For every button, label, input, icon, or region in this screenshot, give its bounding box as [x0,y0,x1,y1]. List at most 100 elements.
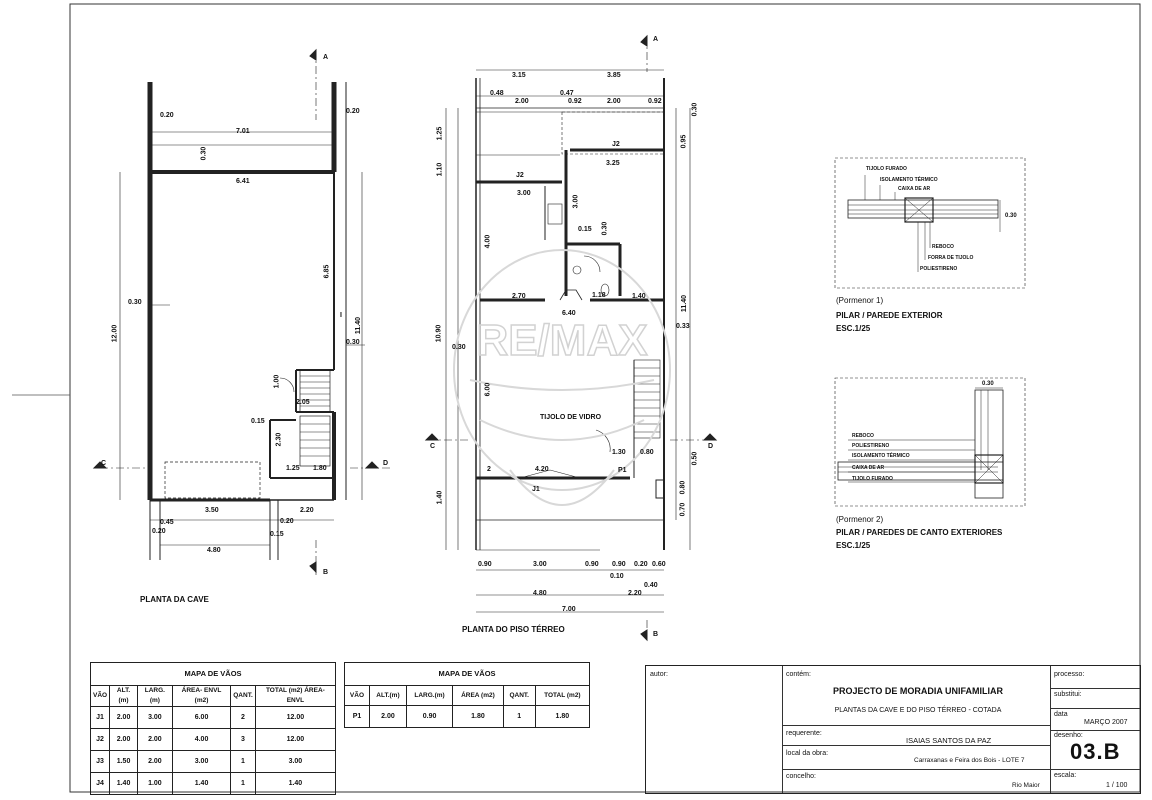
table2-header: ALT.(m) [368,685,407,706]
table1-cell: 1 [230,772,256,795]
cave-dim-1200: 12.00 [111,324,119,343]
table1-cell: 1 [230,750,256,773]
cave-caption: PLANTA DA CAVE [140,595,209,604]
tb-subtitle: PLANTAS DA CAVE E DO PISO TÉRREO - COTAD… [834,707,1002,714]
piso-section-c: C [430,443,436,450]
table1-header: ÁREA- ENVL (m2) [171,685,232,707]
d2-label-3: CAIXA DE AR [852,465,885,471]
piso-plan [424,34,718,642]
tb-concelho: Rio Maior [1012,782,1040,789]
cave-dim-205: 2.05 [296,399,310,406]
piso-dim-130: 1.30 [612,449,626,456]
d1-label-0: TIJOLO FURADO [866,166,907,172]
cave-dim-480: 4.80 [207,547,221,554]
piso-dim-700: 7.00 [562,606,576,613]
cave-dim-230: 2.30 [275,432,283,447]
table2-cell: 2.00 [368,705,407,728]
d1-label-5: POLIESTIRENO [920,266,958,272]
tb-desenho: 03.B [1070,739,1121,764]
table2-header: TOTAL (m2) [534,685,591,706]
d2-label-1: POLIESTIRENO [852,443,890,449]
table2-cell: 1 [502,705,536,728]
d2-caption-1: (Pormenor 2) [836,515,884,524]
table1-header: LARG.(m) [136,685,173,707]
d2-caption-2: PILAR / PAREDES DE CANTO EXTERIORES [836,528,1003,537]
table1-cell: J3 [89,750,111,773]
piso-j2-top: J2 [612,141,620,148]
table2-header: LARG.(m) [405,685,454,706]
piso-dim-033: 0.33 [676,323,690,330]
table1-cell: 2.00 [109,706,138,729]
tb-substitui-label: substitui: [1054,691,1082,698]
piso-dim-300v: 3.00 [572,194,580,209]
table1-cell: J4 [89,772,111,795]
cave-marker-i: I [340,312,342,319]
cave-dim-020-right: 0.20 [346,108,360,115]
tb-project-title: PROJECTO DE MORADIA UNIFAMILIAR [832,686,1003,696]
table2-cell: 1.80 [534,705,591,728]
detail-2 [834,377,1026,507]
piso-dim-080b: 0.80 [679,480,687,495]
d2-dim: 0.30 [982,381,994,387]
cave-section-b: B [323,569,329,576]
piso-dim-300a: 3.00 [517,190,531,197]
piso-dim-300b: 3.00 [533,561,547,568]
cave-dim-1140: 11.40 [355,316,363,335]
cave-dim-641: 6.41 [236,178,250,185]
table1-cell: 1.40 [254,772,337,795]
piso-section-a: A [653,36,659,43]
piso-section-d: D [708,443,714,450]
d2-label-0: REBOCO [852,433,874,439]
table1-cell: 3.00 [171,750,232,773]
table1-cell: 3.00 [254,750,337,773]
table1-cell: 4.00 [171,728,232,751]
piso-tijolo-vidro: TIJOLO DE VIDRO [540,414,602,421]
tb-data-label: data [1054,711,1068,718]
table1-cell: 2 [230,706,256,729]
tb-escala: 1 / 100 [1106,782,1128,789]
piso-dim-1090: 10.90 [435,324,443,343]
tb-contem-label: contém: [786,671,811,678]
tb-data: MARÇO 2007 [1084,719,1128,726]
table2-cell: P1 [344,705,370,728]
piso-dim-200b: 2.00 [607,98,621,105]
d1-label-1: ISOLAMENTO TÉRMICO [880,177,938,183]
cave-dim-125: 1.25 [286,465,300,472]
piso-dim-090b: 0.90 [585,561,599,568]
table1-cell: 2.00 [109,728,138,751]
piso-dim-400: 4.00 [484,234,492,249]
cave-dim-350: 3.50 [205,507,219,514]
tb-autor-label: autor: [650,671,668,678]
watermark-text: RE/MAX [476,316,647,365]
tb-escala-label: escala: [1054,772,1077,779]
table1-cell: 1.40 [171,772,232,795]
piso-dim-220: 2.20 [628,590,642,597]
mapa-vaos-table-2: MAPA DE VÃOS VÃO ALT.(m) LARG.(m) ÁREA (… [344,662,591,728]
piso-j1: J1 [532,486,540,493]
table2-title: MAPA DE VÃOS [344,662,590,686]
piso-dim-010: 0.10 [610,573,624,580]
d1-label-2: CAIXA DE AR [898,186,931,192]
tb-local-label: local da obra: [786,750,829,757]
piso-dim-090: 0.90 [478,561,492,568]
cave-dim-020-left: 0.20 [160,112,174,119]
table2-cell: 1.80 [452,705,504,728]
table1-cell: 3.00 [136,706,173,729]
piso-dim-325: 3.25 [606,160,620,167]
table1-cell: 12.00 [254,728,337,751]
watermark-balloon [453,249,671,506]
title-block: autor: contém: PROJECTO DE MORADIA UNIFA… [645,665,1141,794]
table1-title: MAPA DE VÃOS [90,662,336,686]
table1-header: VÃO [89,685,111,707]
table1-cell: 2.00 [136,750,173,773]
piso-dim-110: 1.10 [436,162,444,177]
piso-dim-070: 0.70 [679,502,687,517]
piso-dim-092a: 0.92 [568,98,582,105]
cave-section-d: D [383,460,389,467]
